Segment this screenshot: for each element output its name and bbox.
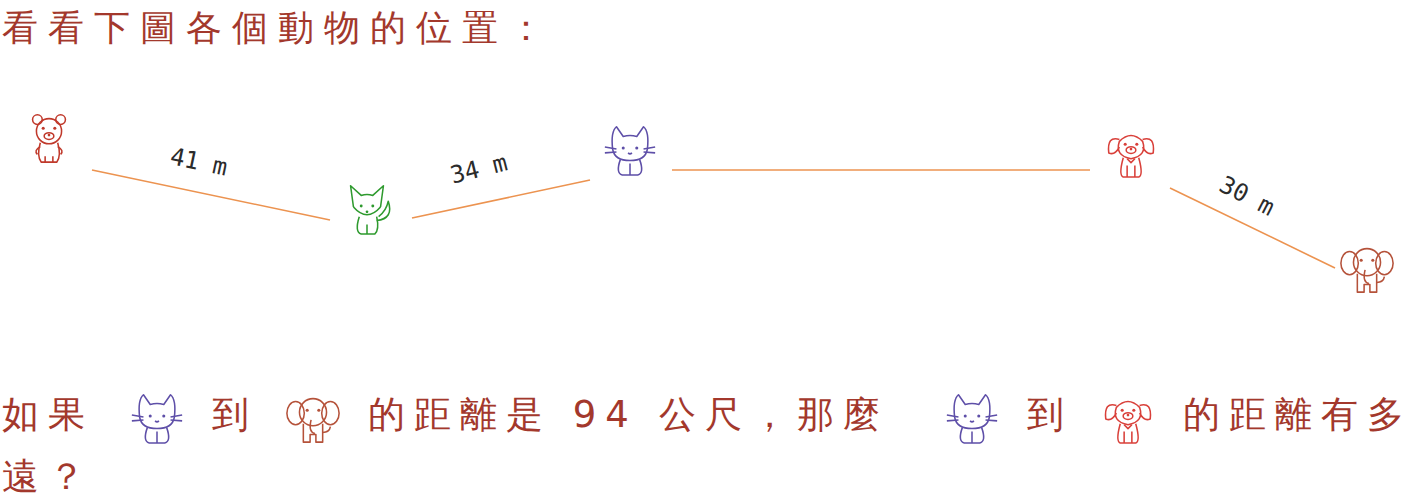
fox-icon: [338, 178, 396, 236]
bear-icon: [20, 108, 78, 166]
question: 如果到的距離是 94 公尺，那麼到的距離有多遠？: [2, 384, 1422, 497]
question-text: 的距離是 94 公尺，那麼: [368, 393, 889, 436]
cat-icon: [939, 388, 1005, 446]
distance-label: 41 m: [168, 142, 230, 181]
dog-icon: [1102, 122, 1160, 180]
question-text: 如果: [2, 393, 94, 436]
title: 看看下圖各個動物的位置：: [2, 4, 554, 53]
dog-icon: [1095, 388, 1161, 446]
question-text: 到: [1027, 393, 1073, 436]
distance-line: [412, 180, 590, 218]
cat-icon: [124, 388, 190, 446]
cat-icon: [601, 120, 659, 178]
question-text: 到: [212, 393, 258, 436]
elephant-icon: [280, 388, 346, 446]
distance-line: [672, 169, 1090, 171]
distance-label: 34 m: [447, 148, 510, 189]
elephant-icon: [1338, 238, 1396, 296]
